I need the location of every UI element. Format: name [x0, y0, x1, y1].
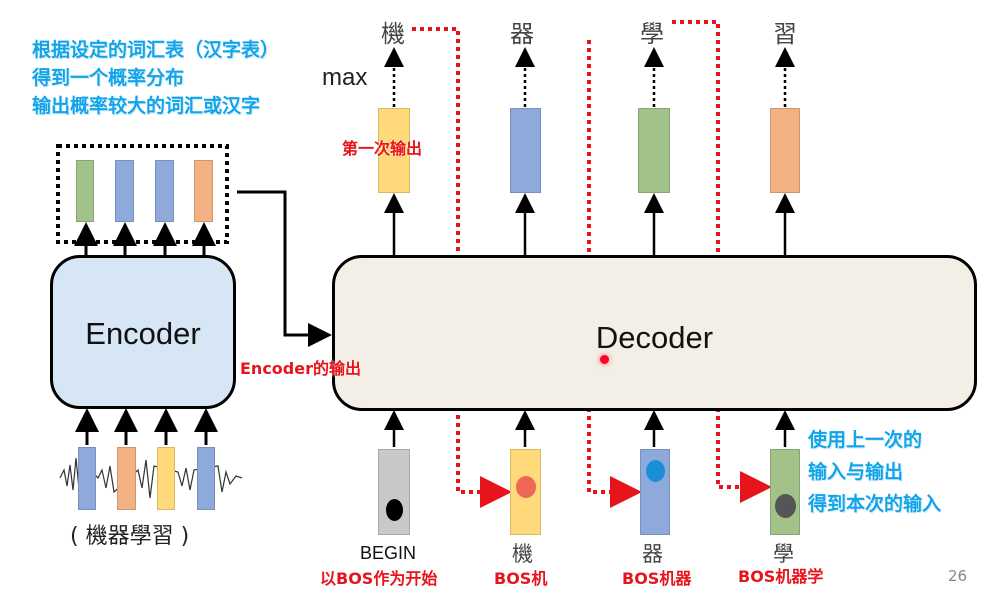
- decoder-input-vector: [378, 449, 410, 535]
- input-note: BOS机器: [622, 569, 692, 588]
- input-token: 器: [642, 542, 663, 566]
- decoder-output-vector: [770, 108, 800, 193]
- max-label: max: [322, 64, 368, 91]
- token-dot: [646, 460, 665, 482]
- input-note: 以BOS作为开始: [320, 569, 438, 588]
- decoder-input-vector: [640, 449, 670, 535]
- encoder-output-vector: [76, 160, 94, 222]
- encoder-output-vector: [155, 160, 174, 222]
- decoder-arrows: [384, 193, 795, 447]
- page-number: 26: [948, 567, 968, 585]
- note-line: 得到本次的输入: [808, 493, 942, 515]
- decoder-block: Decoder: [332, 255, 977, 411]
- decoder-output-vector: [638, 108, 670, 193]
- reuse-note: 使用上一次的 输入与输出 得到本次的输入: [808, 424, 941, 520]
- token-dot: [386, 499, 403, 521]
- output-token: 器: [510, 20, 534, 48]
- cursor-dot: [600, 355, 609, 364]
- input-note: BOS机器学: [738, 567, 824, 586]
- input-token: BEGIN: [360, 543, 417, 563]
- first-output-note: 第一次输出: [342, 139, 423, 158]
- feedback-arrows: [412, 20, 772, 508]
- encoder-output-frame: [56, 144, 229, 244]
- note-line: 输出概率较大的词汇或汉字: [32, 95, 261, 117]
- encoder-output-note: Encoder的输出: [240, 359, 361, 378]
- encoder-output-arrows: [74, 222, 218, 445]
- encoder-input-vector: [197, 447, 215, 510]
- output-token: 機: [381, 20, 405, 48]
- output-token: 學: [640, 20, 664, 48]
- note-line: 输入与输出: [808, 461, 904, 483]
- decoder-output-vector: [510, 108, 541, 193]
- token-dot: [516, 476, 536, 498]
- decoder-input-vector: [770, 449, 800, 535]
- token-dot: [775, 494, 796, 518]
- decoder-input-vector: [510, 449, 541, 535]
- encoder-to-decoder-arrow: [237, 190, 332, 347]
- encoder-block: Encoder: [50, 255, 236, 409]
- input-token: 學: [773, 542, 794, 566]
- vocab-note: 根据设定的词汇表（汉字表） 得到一个概率分布 输出概率较大的词汇或汉字: [32, 36, 279, 120]
- encoder-input-vector: [78, 447, 96, 510]
- decoder-output-vector: [378, 108, 410, 193]
- waveform: [59, 457, 243, 501]
- input-token: 機: [512, 542, 533, 566]
- input-caption: ( 機器學習 ): [70, 524, 190, 549]
- encoder-label: Encoder: [85, 316, 201, 351]
- output-token: 習: [773, 20, 797, 48]
- input-note: BOS机: [494, 569, 548, 588]
- decoder-label: Decoder: [595, 320, 714, 355]
- encoder-input-vector: [157, 447, 175, 510]
- encoder-input-vector: [117, 447, 136, 510]
- note-line: 使用上一次的: [808, 429, 923, 451]
- note-line: 根据设定的词汇表（汉字表）: [32, 39, 280, 61]
- note-line: 得到一个概率分布: [32, 67, 185, 89]
- encoder-output-vector: [194, 160, 213, 222]
- encoder-output-vector: [115, 160, 134, 222]
